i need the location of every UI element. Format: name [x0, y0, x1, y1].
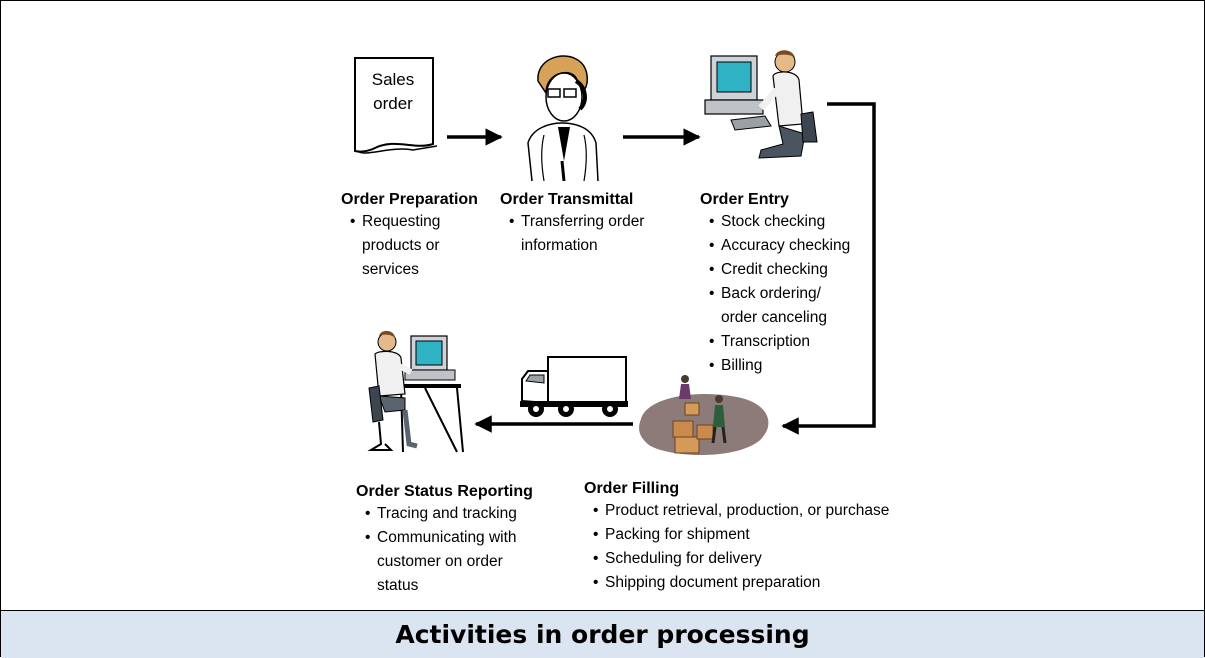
stage-bullet: Transcription: [709, 330, 880, 354]
delivery-truck-icon: [520, 356, 628, 417]
stage-bullet: Communicating with customer on order sta…: [365, 526, 527, 598]
stage-bullet: Transferring order information: [509, 210, 651, 258]
sales-order-line2: order: [373, 94, 413, 113]
stage-order-status-reporting: Order Status Reporting Tracing and track…: [356, 482, 556, 598]
stage-bullet: Billing: [709, 354, 880, 378]
stage-bullet: Tracing and tracking: [365, 502, 556, 526]
stage-bullet: Back ordering/ order canceling: [709, 282, 841, 330]
order-processing-diagram: Sales order: [1, 1, 1204, 610]
stage-order-entry: Order Entry Stock checking Accuracy chec…: [700, 190, 880, 378]
stage-order-preparation: Order Preparation Requesting products or…: [341, 190, 491, 282]
stage-title: Order Status Reporting: [356, 483, 533, 500]
stage-bullet: Packing for shipment: [593, 523, 904, 547]
status-operator-icon: [367, 330, 464, 453]
stage-bullet: Shipping document preparation: [593, 571, 904, 595]
stage-bullet: Credit checking: [709, 258, 880, 282]
computer-operator-icon: [704, 50, 818, 159]
stage-title: Order Transmittal: [500, 191, 634, 208]
stage-title: Order Entry: [700, 191, 789, 208]
stage-title: Order Preparation: [341, 191, 478, 208]
caption-bar: Activities in order processing: [1, 610, 1204, 658]
stage-order-filling: Order Filling Product retrieval, product…: [584, 479, 904, 595]
stage-order-transmittal: Order Transmittal Transferring order inf…: [500, 190, 660, 258]
stage-bullet: Scheduling for delivery: [593, 547, 904, 571]
warehouse-workers-icon: [639, 375, 769, 455]
stage-bullet: Stock checking: [709, 210, 880, 234]
stage-bullet: Requesting products or services: [350, 210, 472, 282]
stage-bullet: Accuracy checking: [709, 234, 880, 258]
stage-bullet: Product retrieval, production, or purcha…: [593, 499, 904, 523]
phone-man-icon: [527, 55, 599, 182]
figure-caption: Activities in order processing: [395, 620, 810, 649]
sales-order-line1: Sales: [371, 70, 415, 89]
sales-order-document-icon: Sales order: [353, 56, 437, 156]
stage-title: Order Filling: [584, 480, 680, 497]
